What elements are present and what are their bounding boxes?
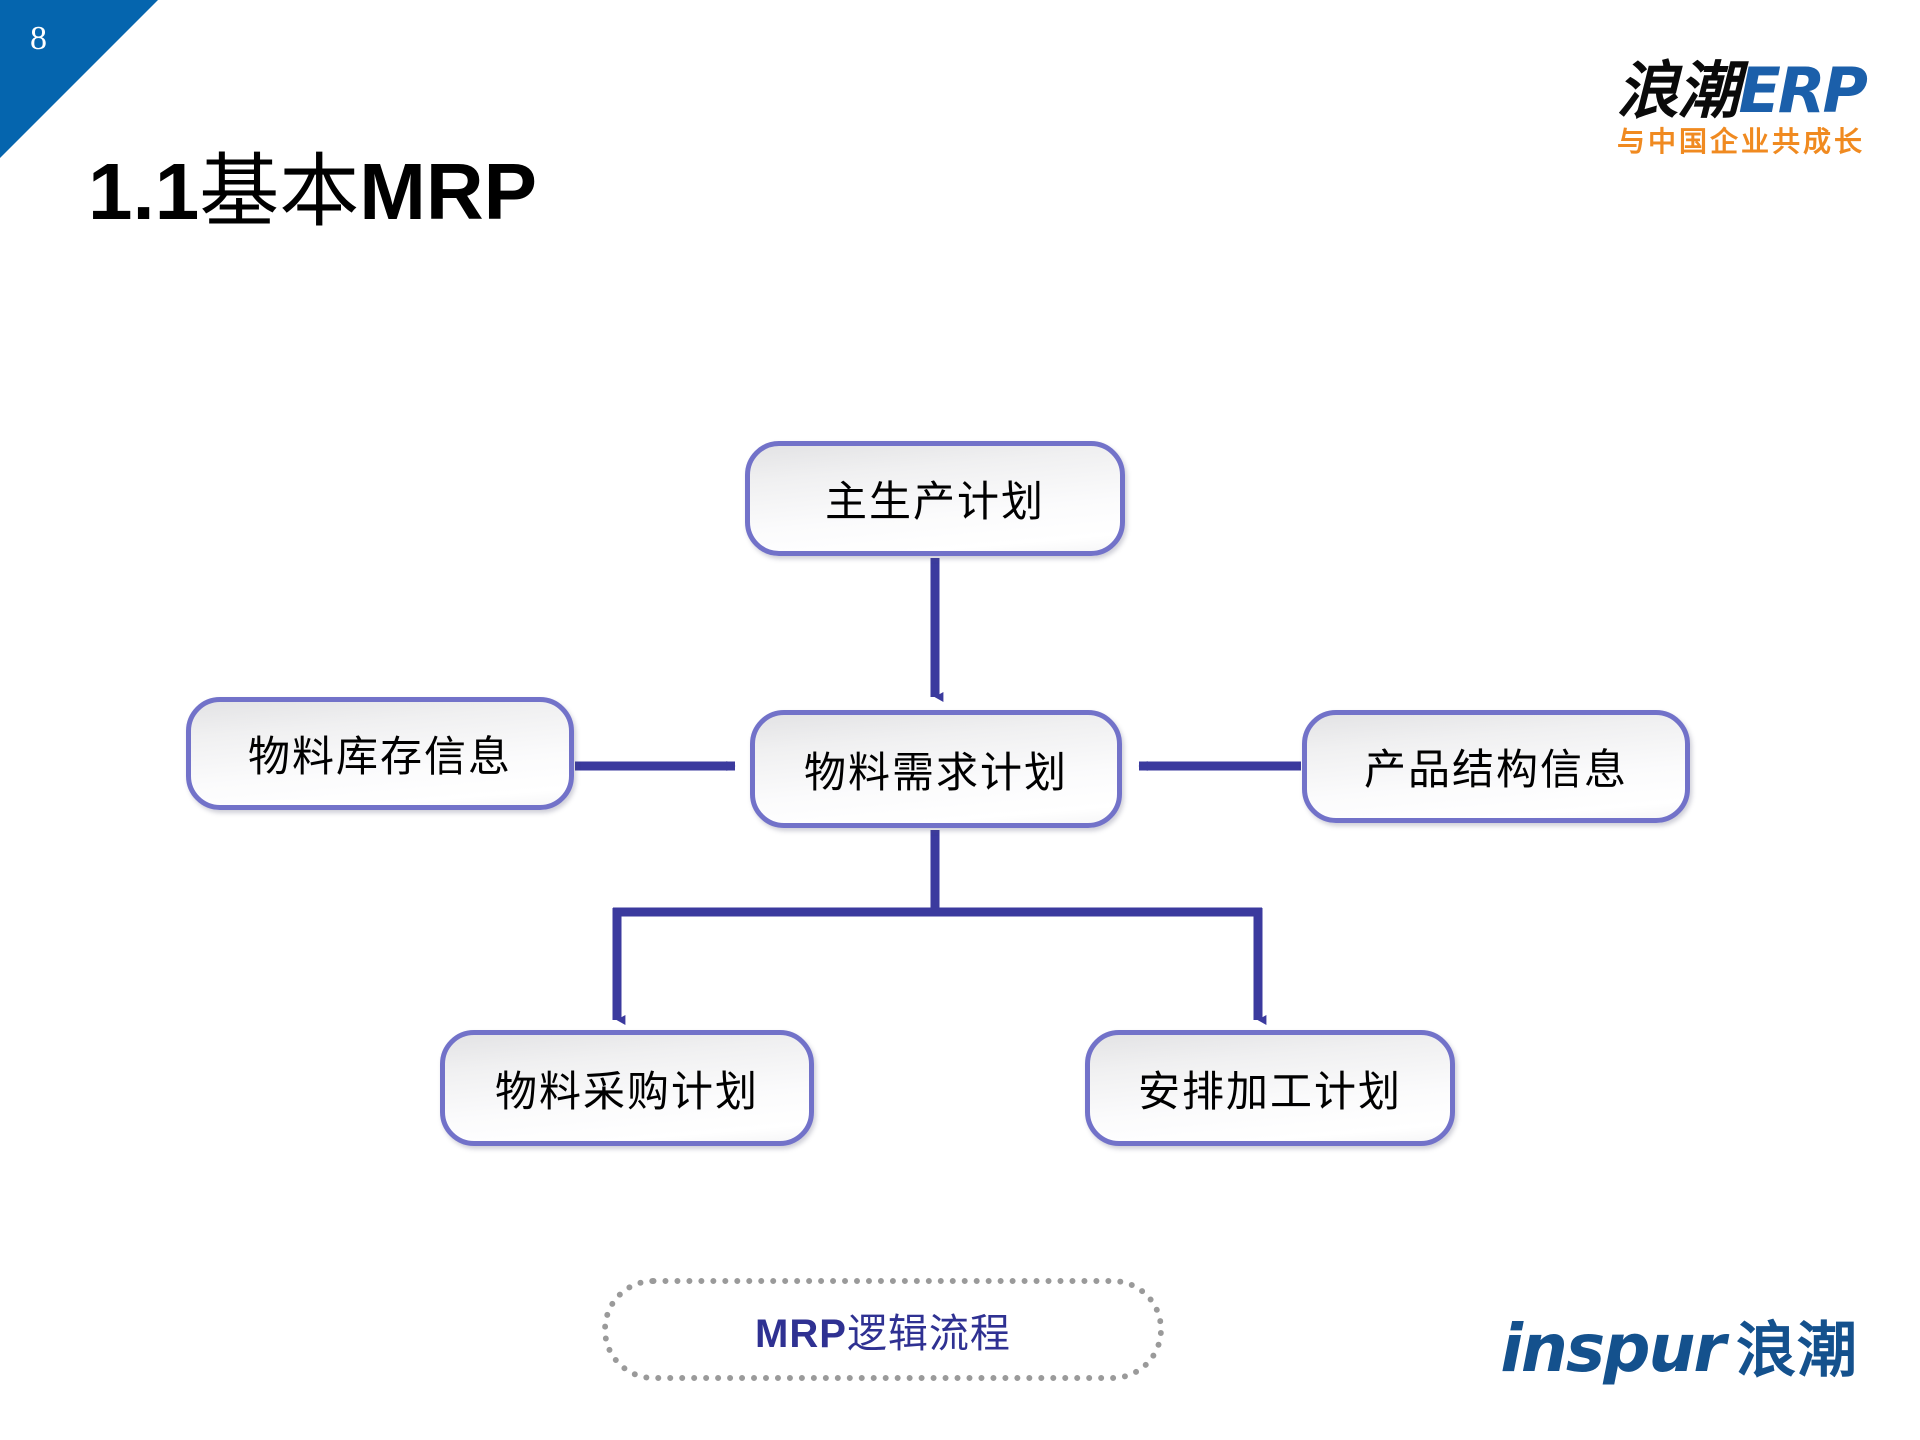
diagram-caption-english: MRP <box>755 1311 847 1356</box>
corner-triangle-decoration <box>0 0 158 158</box>
diagram-caption-chinese: 逻辑流程 <box>846 1310 1011 1357</box>
page-title-number: 1.1 <box>88 147 200 236</box>
flow-node-material-requirements-plan[interactable]: 物料需求计划 <box>750 710 1122 828</box>
flow-node-label: 产品结构信息 <box>1363 745 1628 794</box>
erp-logo-tagline: 与中国企业共成长 <box>1616 125 1865 158</box>
flow-node-label: 物料采购计划 <box>494 1066 759 1116</box>
inspur-logo-chinese-text: 浪潮 <box>1736 1316 1858 1386</box>
inspur-logo-english-text: inspur <box>1500 1310 1726 1387</box>
flow-node-label: 安排加工计划 <box>1137 1066 1402 1116</box>
diagram-caption-pill: MRP逻辑流程 <box>602 1278 1164 1381</box>
page-number: 8 <box>30 20 47 57</box>
flow-node-label: 物料库存信息 <box>247 732 512 781</box>
flow-node-material-purchase-plan[interactable]: 物料采购计划 <box>440 1030 814 1146</box>
erp-logo-wordmark: 浪潮ERP <box>1616 54 1868 127</box>
page-title-chinese: 基本 <box>199 145 360 238</box>
flow-node-label: 主生产计划 <box>824 477 1045 526</box>
connector-mrp-to-children <box>612 830 1267 1025</box>
flow-node-material-inventory-info[interactable]: 物料库存信息 <box>186 697 574 810</box>
flow-node-product-structure-info[interactable]: 产品结构信息 <box>1302 710 1690 823</box>
erp-logo-english-text: ERP <box>1738 54 1868 127</box>
page-title-english: MRP <box>359 147 537 236</box>
inspur-erp-logo: 浪潮ERP 与中国企业共成长 <box>1485 60 1868 158</box>
diagram-caption-text: MRP逻辑流程 <box>755 1301 1011 1359</box>
erp-logo-chinese-text: 浪潮 <box>1616 54 1739 127</box>
flow-node-arrange-processing-plan[interactable]: 安排加工计划 <box>1085 1030 1455 1146</box>
page-title: 1.1基本MRP <box>88 147 537 237</box>
flow-node-master-production-schedule[interactable]: 主生产计划 <box>745 441 1125 556</box>
flow-node-label: 物料需求计划 <box>803 747 1068 797</box>
